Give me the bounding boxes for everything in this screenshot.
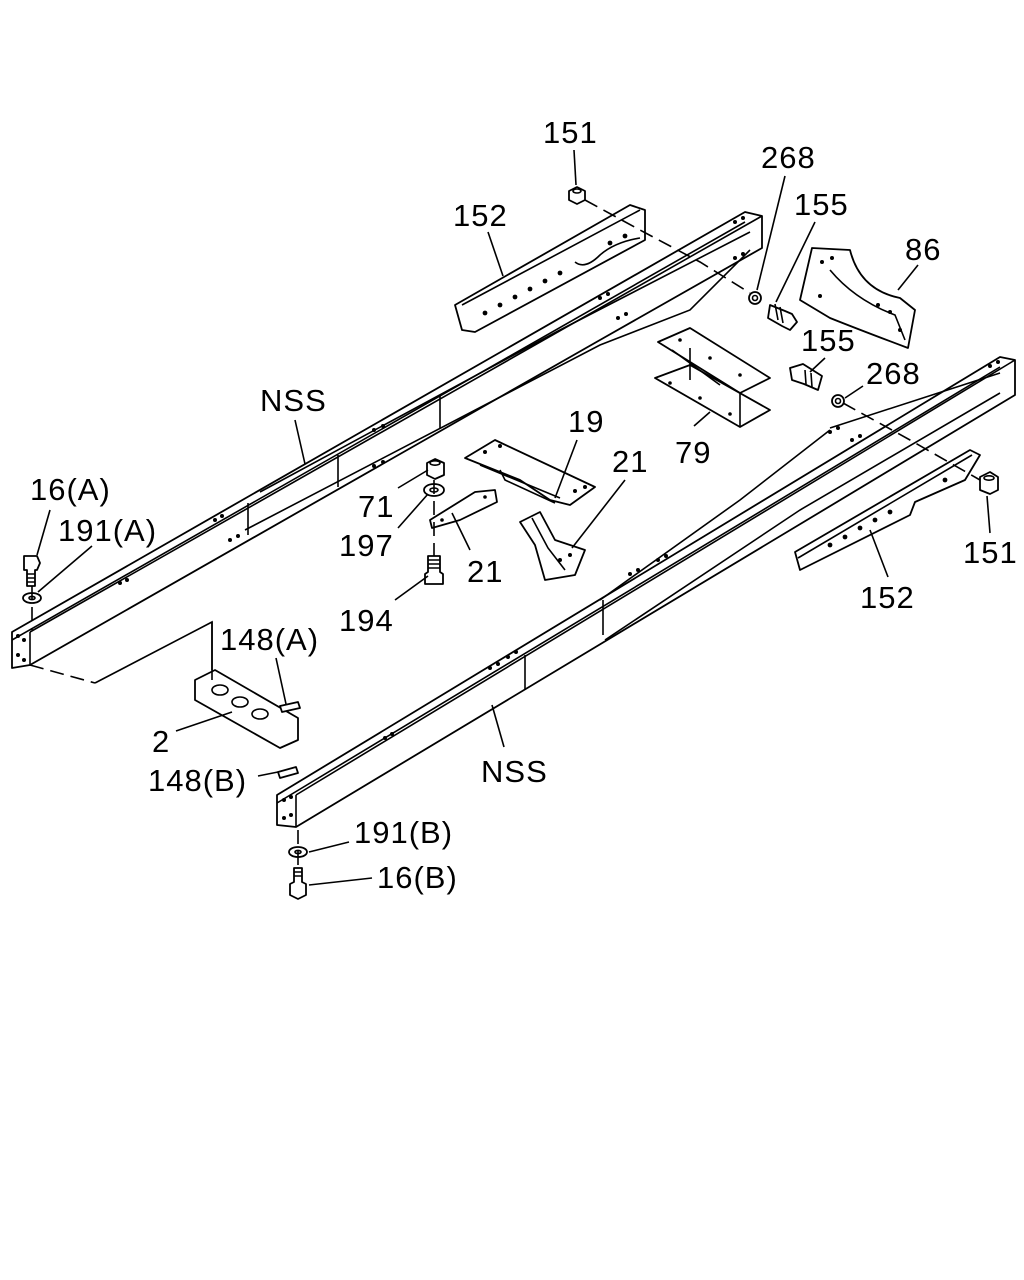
part-155-bolt-middle — [789, 363, 823, 391]
part-16b-bolt — [289, 867, 307, 900]
part-71-nut — [426, 458, 445, 480]
part-268-washer-upper — [748, 291, 762, 305]
label-21-left: 21 — [467, 554, 503, 589]
label-268-middle: 268 — [866, 356, 921, 391]
right-rail-holes — [282, 360, 1000, 820]
part-labels: 151 268 155 152 86 155 268 NSS 19 21 79 … — [30, 115, 1018, 895]
label-268-top: 268 — [761, 140, 816, 175]
label-191a: 191(A) — [58, 513, 157, 548]
part-79-crossmember — [654, 327, 771, 428]
leader-lines — [36, 149, 991, 886]
label-151-right: 151 — [963, 535, 1018, 570]
part-152-upper-reinforcement — [454, 204, 646, 333]
label-86: 86 — [905, 232, 941, 267]
part-21-bracket-left — [429, 489, 498, 529]
left-rail-holes — [16, 216, 745, 662]
part-151-nut-right — [979, 471, 999, 495]
part-151-nut-upper — [568, 186, 586, 205]
assembly-centre-lines — [31, 199, 981, 866]
label-79: 79 — [675, 435, 711, 470]
label-2: 2 — [152, 724, 170, 759]
label-16a: 16(A) — [30, 472, 111, 507]
part-148a-pin — [279, 701, 301, 713]
label-155-middle: 155 — [801, 323, 856, 358]
part-21-bracket-right — [519, 511, 586, 581]
label-21-right: 21 — [612, 444, 648, 479]
right-side-rail — [276, 356, 1016, 828]
part-16a-bolt — [23, 555, 41, 587]
label-148a: 148(A) — [220, 622, 319, 657]
part-152-lower-reinforcement — [794, 449, 981, 571]
part-2-bracket — [194, 669, 299, 749]
label-148b: 148(B) — [148, 763, 247, 798]
part-194-bolt — [424, 555, 444, 585]
label-nss-right: NSS — [481, 754, 548, 789]
label-nss-left: NSS — [260, 383, 327, 418]
label-155-top: 155 — [794, 187, 849, 222]
label-197: 197 — [339, 528, 394, 563]
label-191b: 191(B) — [354, 815, 453, 850]
part-86-crossmember — [799, 247, 916, 349]
label-152-top: 152 — [453, 198, 508, 233]
part-268-washer-middle — [831, 394, 845, 408]
label-151-top: 151 — [543, 115, 598, 150]
part-148b-pin — [277, 766, 299, 779]
label-71: 71 — [358, 489, 394, 524]
part-19-crossmember — [464, 439, 596, 506]
label-19: 19 — [568, 404, 604, 439]
part-155-bolt-upper — [767, 303, 798, 331]
label-194: 194 — [339, 603, 394, 638]
label-16b: 16(B) — [377, 860, 458, 895]
label-152-right: 152 — [860, 580, 915, 615]
